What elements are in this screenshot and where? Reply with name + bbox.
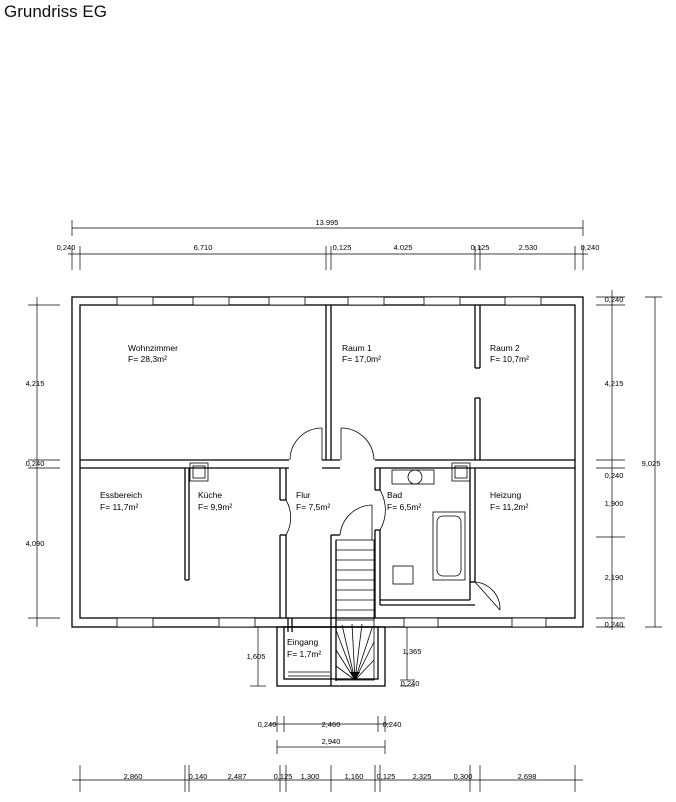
dim-bottom-7: 0,125 [377, 772, 396, 781]
dimension-labels: 13.995 0,240 6.710 0,125 4.025 0,125 2.5… [26, 218, 661, 781]
dim-top-1: 0,240 [57, 243, 76, 252]
doors [285, 427, 501, 611]
dim-bottom-9: 0,300 [454, 772, 473, 781]
room-name-essbereich: Essbereich [100, 490, 142, 500]
fixtures [189, 462, 471, 585]
dim-right-5: 2,190 [605, 573, 624, 582]
dim-entrance-2: 2,460 [322, 720, 341, 729]
dim-left-1: 4,215 [26, 379, 45, 388]
dim-stair-wall: 0,240 [401, 679, 420, 688]
room-name-kueche: Küche [198, 490, 222, 500]
dim-top-3: 0,125 [333, 243, 352, 252]
dim-right-1: 0,240 [605, 295, 624, 304]
dim-stair-depth: 1,365 [403, 647, 422, 656]
dim-bottom-4: 0,125 [274, 772, 293, 781]
dim-top-5: 0,125 [471, 243, 490, 252]
dim-top-4: 4.025 [394, 243, 413, 252]
dim-bottom-10: 2,698 [518, 772, 537, 781]
room-area-eingang: F= 1,7m² [287, 649, 321, 659]
room-area-raum-2: F= 10,7m² [490, 354, 529, 364]
room-area-kueche: F= 9,9m² [198, 502, 232, 512]
dim-bottom-8: 2,325 [413, 772, 432, 781]
dim-bottom-3: 2,487 [228, 772, 247, 781]
room-name-raum-1: Raum 1 [342, 343, 372, 353]
dim-bottom-6: 1,160 [345, 772, 364, 781]
walls [71, 296, 584, 686]
dim-bottom-2: 0,140 [189, 772, 208, 781]
room-name-flur: Flur [296, 490, 311, 500]
dim-entrance-depth: 1,605 [247, 652, 266, 661]
dim-bottom-1: 2,860 [124, 772, 143, 781]
room-area-essbereich: F= 11,7m² [100, 502, 139, 512]
room-area-heizung: F= 11,2m² [490, 502, 529, 512]
dim-right-6: 0,240 [605, 620, 624, 629]
dim-right-3: 0,240 [605, 471, 624, 480]
room-area-raum-1: F= 17,0m² [342, 354, 381, 364]
dimension-lines [28, 220, 662, 792]
room-name-raum-2: Raum 2 [490, 343, 520, 353]
room-area-bad: F= 6,5m² [387, 502, 421, 512]
room-labels: Wohnzimmer F= 28,3m² Raum 1 F= 17,0m² Ra… [100, 343, 529, 659]
dim-right-4: 1,900 [605, 499, 624, 508]
dim-entrance-width: 2,940 [322, 737, 341, 746]
room-name-wohnzimmer: Wohnzimmer [128, 343, 178, 353]
room-name-bad: Bad [387, 490, 402, 500]
dim-top-6: 2.530 [519, 243, 538, 252]
entrance-porch [276, 618, 386, 687]
dim-overall-depth: 9,025 [642, 459, 661, 468]
room-name-eingang: Eingang [287, 637, 318, 647]
dim-entrance-3: 0,240 [383, 720, 402, 729]
dim-overall-width: 13.995 [316, 218, 339, 227]
dim-top-2: 6.710 [194, 243, 213, 252]
stairs [335, 539, 375, 681]
room-area-flur: F= 7,5m² [296, 502, 330, 512]
windows [116, 296, 547, 628]
dim-left-3: 4,090 [26, 539, 45, 548]
dim-left-2: 0,240 [26, 459, 45, 468]
room-area-wohnzimmer: F= 28,3m² [128, 354, 167, 364]
dim-bottom-5: 1,300 [301, 772, 320, 781]
plan-title: Grundriss EG [4, 2, 107, 21]
room-name-heizung: Heizung [490, 490, 521, 500]
dim-top-7: 0,240 [581, 243, 600, 252]
dim-right-2: 4,215 [605, 379, 624, 388]
dim-entrance-1: 0,240 [258, 720, 277, 729]
